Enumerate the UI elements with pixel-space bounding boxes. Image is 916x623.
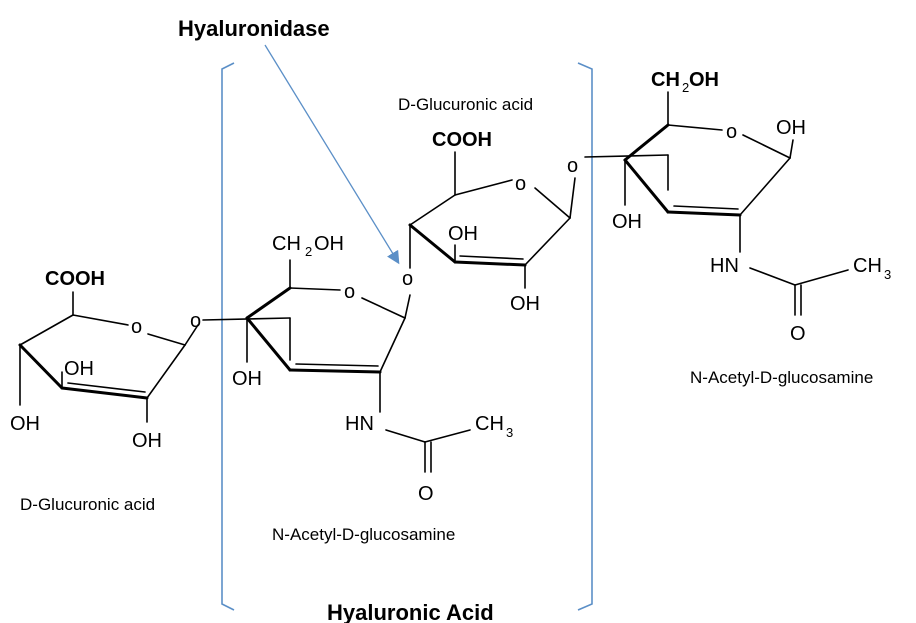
- ring-o-middle: o: [344, 281, 355, 303]
- ch2-right-sub: 2: [682, 80, 689, 95]
- enzyme-arrow: [264, 44, 400, 265]
- ring-o-right: o: [726, 121, 737, 143]
- link-o-3: o: [567, 155, 578, 177]
- oh-middle-3: OH: [510, 293, 540, 315]
- name-glucosamine-right: N-Acetyl-D-glucosamine: [690, 368, 873, 387]
- ring-o-left: o: [131, 316, 142, 338]
- hn-middle: HN: [345, 413, 374, 435]
- ch3-middle: CH: [475, 413, 504, 435]
- ring-glucuronic-left: [18, 291, 199, 423]
- oh-right-top: OH: [776, 117, 806, 139]
- ch2-right-oh: OH: [689, 69, 719, 91]
- oh-left-1: OH: [64, 358, 94, 380]
- oh-left-3: OH: [132, 430, 162, 452]
- ch3-middle-sub: 3: [506, 425, 513, 440]
- oh-middle-2: OH: [448, 223, 478, 245]
- name-glucuronic-left: D-Glucuronic acid: [20, 495, 155, 514]
- ch2-middle-sub: 2: [305, 244, 312, 259]
- carbonyl-o-right: O: [790, 323, 806, 345]
- ring-glucosamine-middle: [202, 259, 471, 473]
- ch2-middle: CH: [272, 233, 301, 255]
- ring-o-middle-2: o: [515, 173, 526, 195]
- name-glucosamine-middle: N-Acetyl-D-glucosamine: [272, 525, 455, 544]
- ch2-middle-oh: OH: [314, 233, 344, 255]
- link-o-2: o: [402, 268, 413, 290]
- link-o-1: o: [190, 310, 201, 332]
- bracket-right: [577, 62, 593, 611]
- oh-middle: OH: [232, 368, 262, 390]
- ch3-right: CH: [853, 255, 882, 277]
- oh-left-2: OH: [10, 413, 40, 435]
- cooh-middle: COOH: [432, 129, 492, 151]
- carbonyl-o-middle: O: [418, 483, 434, 505]
- ch2-right: CH: [651, 69, 680, 91]
- bracket-left: [221, 62, 235, 611]
- hn-right: HN: [710, 255, 739, 277]
- ch3-right-sub: 3: [884, 267, 891, 282]
- oh-right: OH: [612, 211, 642, 233]
- name-glucuronic-middle: D-Glucuronic acid: [398, 95, 533, 114]
- ring-glucosamine-right: [584, 91, 849, 316]
- enzyme-label: Hyaluronidase: [178, 16, 330, 41]
- polymer-label: Hyaluronic Acid: [327, 600, 494, 623]
- cooh-left: COOH: [45, 268, 105, 290]
- ring-glucuronic-middle: [408, 151, 576, 289]
